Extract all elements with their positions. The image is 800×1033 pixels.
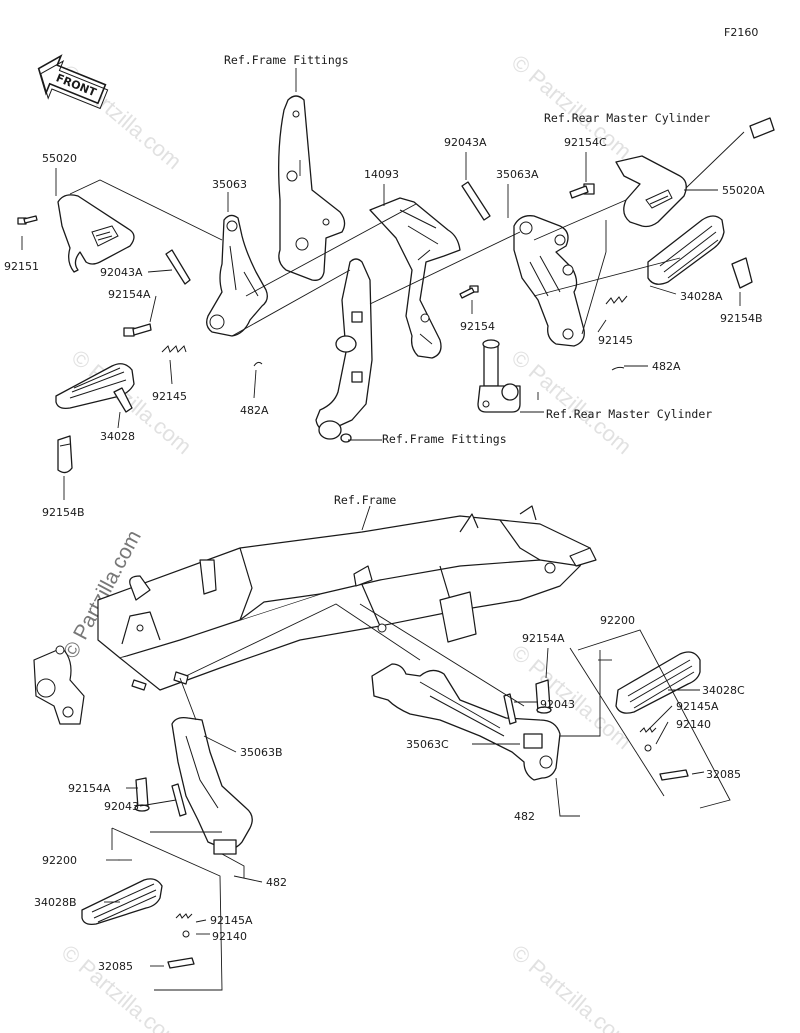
bolt-92154A	[535, 679, 552, 714]
frame	[33, 505, 597, 725]
part-label: 34028A	[680, 290, 723, 303]
part-label: 92140	[212, 930, 247, 943]
part-labels: 55020 92151 35063 92043A 92154A 92145 48…	[4, 136, 765, 973]
spring-92145A	[175, 913, 193, 919]
footpeg-bracket-35063A	[513, 215, 585, 347]
part-label: 32085	[98, 960, 133, 973]
part-label: 92145	[152, 390, 187, 403]
part-label: 92145A	[210, 914, 253, 927]
spring-92145	[605, 295, 628, 305]
watermark: © Partzilla.com	[57, 940, 187, 1033]
footpeg-bracket-35063C	[371, 663, 561, 781]
part-label: 92154A	[68, 782, 111, 795]
lower-left-assembly	[81, 716, 253, 969]
bolt-92154	[459, 285, 479, 299]
pin-32085	[167, 957, 195, 969]
washer-92140	[644, 744, 652, 752]
footpeg-bracket-35063B	[171, 716, 253, 850]
part-label: 482A	[652, 360, 681, 373]
heel-guard-55020	[57, 194, 135, 273]
rubber-92154B	[731, 257, 753, 289]
lower-right-assembly	[371, 651, 701, 781]
part-label: 14093	[364, 168, 399, 181]
ref-frame: Ref.Frame	[334, 493, 396, 507]
leader-lines	[21, 68, 745, 991]
diagram-code: F2160	[724, 26, 758, 39]
part-label: 92200	[42, 854, 77, 867]
clip-482A	[253, 361, 263, 367]
part-label: 55020	[42, 152, 77, 165]
heel-guard-55020A	[615, 155, 687, 228]
part-label: 92154B	[720, 312, 763, 325]
part-label: 482A	[240, 404, 269, 417]
front-arrow-icon: FRONT	[37, 54, 109, 110]
bolt-92154A	[123, 323, 152, 337]
part-label: 92043A	[444, 136, 487, 149]
bolt-92154A	[134, 777, 150, 812]
pin-32085	[659, 769, 689, 781]
part-label: 55020A	[722, 184, 765, 197]
pin-92043A	[165, 249, 191, 285]
part-label: 92151	[4, 260, 39, 273]
part-label: 92154C	[564, 136, 607, 149]
part-label: 35063C	[406, 738, 449, 751]
part-label: 92140	[676, 718, 711, 731]
part-label: 92145A	[676, 700, 719, 713]
bracket-14093	[369, 197, 461, 359]
part-label: 482	[514, 810, 535, 823]
frame-fitting-plate	[278, 95, 346, 281]
part-label: 35063	[212, 178, 247, 191]
part-label: 34028C	[702, 684, 745, 697]
part-label: 34028B	[34, 896, 77, 909]
spring-92145	[161, 345, 187, 353]
footpeg-34028	[55, 363, 135, 410]
part-label: 92043	[104, 800, 139, 813]
part-label: 92043	[540, 698, 575, 711]
watermark: © Partzilla.com	[507, 345, 637, 459]
part-label: 35063B	[240, 746, 283, 759]
footpeg-bracket-35063	[206, 214, 268, 337]
ref-rear-master-cylinder-top: Ref.Rear Master Cylinder	[544, 111, 710, 125]
ref-rear-master-cylinder-mid: Ref.Rear Master Cylinder	[546, 407, 712, 421]
ref-frame-fittings-top: Ref.Frame Fittings	[224, 53, 349, 67]
washer-92140	[182, 930, 190, 938]
part-label: 92154A	[108, 288, 151, 301]
part-label: 92154A	[522, 632, 565, 645]
part-label: 35063A	[496, 168, 539, 181]
part-label: 92154	[460, 320, 495, 333]
pin-92043A	[461, 181, 491, 221]
part-label: 92043A	[100, 266, 143, 279]
part-label: 92154B	[42, 506, 85, 519]
rear-master-cylinder	[477, 339, 521, 413]
left-footpeg-assembly	[17, 194, 268, 474]
ref-frame-fittings-mid: Ref.Frame Fittings	[382, 432, 507, 446]
part-label: 32085	[706, 768, 741, 781]
pin-92043	[171, 783, 187, 817]
right-footpeg-assembly	[459, 117, 775, 371]
footpeg-34028B	[81, 878, 163, 926]
part-label: 92145	[598, 334, 633, 347]
rubber-92154B	[57, 435, 73, 474]
clip-482A	[611, 366, 625, 371]
watermark: © Partzilla.com	[507, 940, 637, 1033]
bolt-92151	[17, 215, 38, 225]
reference-labels: Ref.Frame Fittings Ref.Rear Master Cylin…	[224, 53, 712, 507]
part-label: 482	[266, 876, 287, 889]
footpeg-34028A	[647, 215, 725, 285]
pin-92043	[503, 693, 517, 725]
part-label: 92200	[600, 614, 635, 627]
bolt-92154C	[569, 183, 595, 199]
part-label: 34028	[100, 430, 135, 443]
